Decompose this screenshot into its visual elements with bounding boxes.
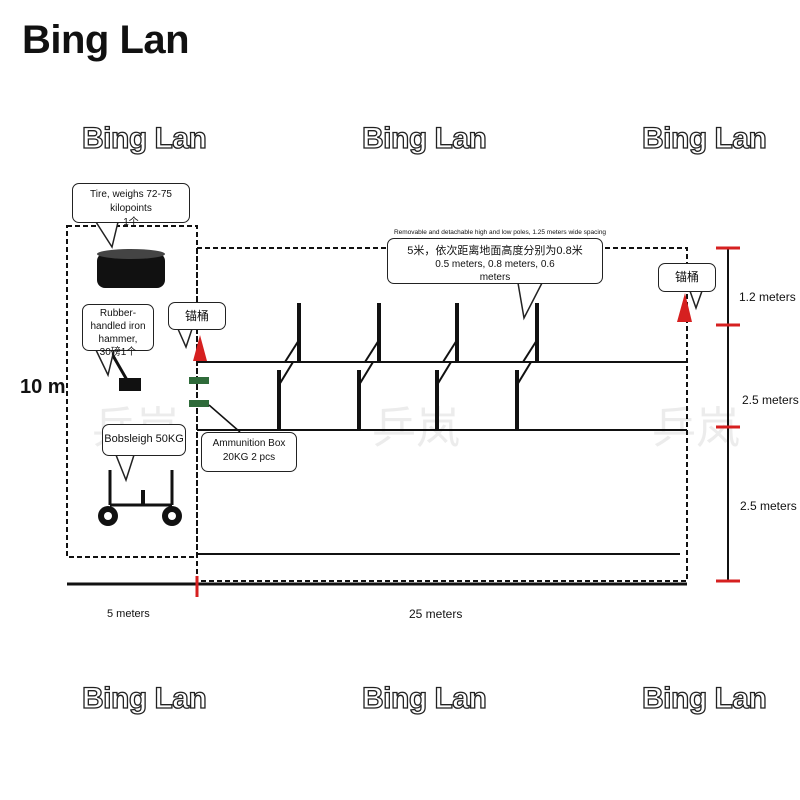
pole [358,361,374,386]
anchor-right-bubble: 锚桶 [658,263,716,292]
watermark: Bing Lan [641,121,767,155]
watermark: Bing Lan [361,121,487,155]
pole [522,339,538,363]
ammo-box-icon [189,400,209,407]
watermark: Bing Lan [641,681,767,715]
pole [442,339,458,363]
watermark: Bing Lan [361,681,487,715]
pole [516,361,532,386]
bubble-tail [688,290,704,311]
watermark-cn: 乒岚 [372,403,460,454]
sled-label: Bobsleigh 50KG [104,433,184,445]
dimension-label-bottom-main: 25 meters [409,607,463,621]
tire-icon [97,249,165,288]
poles-description-line2: 5米，依次距离地面高度分别为0.8米 [407,245,583,257]
anchor-marker-left-icon [193,335,207,361]
hammer-label-line2: hammer, [98,334,138,345]
hammer-label-line1: Rubber-handled iron [90,308,146,332]
pointer-line [208,404,241,433]
ammo-box-icon [189,377,209,384]
watermark: Bing Lan [81,681,207,715]
anchor-right-label: 锚桶 [674,270,699,284]
dimension-label-right: 1.2 meters [739,290,796,304]
tire-label-line2: 1个 [123,217,139,228]
pole [436,361,452,386]
brand-title: Bing Lan [22,18,190,62]
dimension-label-right: 2.5 meters [742,393,799,407]
left-dimension-label: 10 m [20,376,66,398]
pole [364,339,380,363]
sled-icon [98,470,182,526]
anchor-marker-right-icon [677,293,692,322]
bubble-tail [176,328,194,350]
pole [278,361,294,386]
ammo-label-line1: Ammunition Box [212,438,286,449]
ammo-label-line2: 20KG 2 pcs [222,452,276,463]
tire-label-bubble: Tire, weighs 72-75 kilopoints 1个 [72,183,190,228]
sled-label-bubble: Bobsleigh 50KG [102,424,186,456]
watermark: Bing Lan [81,121,207,155]
pole [284,339,300,363]
hammer-label-line3: 30磅1个 [99,347,137,358]
anchor-left-label: 锚桶 [184,309,209,323]
bubble-tail [114,454,136,483]
anchor-left-bubble: 锚桶 [168,302,226,330]
course-area [196,247,688,582]
hammer-label-bubble: Rubber-handled iron hammer, 30磅1个 [82,304,154,358]
poles-description-line4: meters [479,272,511,283]
start-zone [66,225,198,558]
tire-label-line1: Tire, weighs 72-75 kilopoints [90,189,172,214]
poles-description-line3: 0.5 meters, 0.8 meters, 0.6 [435,259,555,270]
dimension-label-right: 2.5 meters [740,499,797,513]
poles-lower-row [277,361,532,430]
poles-description-line1: Removable and detachable high and low po… [393,229,607,236]
poles-label-bubble: 5米，依次距离地面高度分别为0.8米 0.5 meters, 0.8 meter… [387,238,603,284]
ammo-label-bubble: Ammunition Box 20KG 2 pcs [201,432,297,472]
dimension-label-bottom-left: 5 meters [107,608,150,620]
poles-upper-row [284,303,539,363]
right-dimension-line [716,246,740,583]
